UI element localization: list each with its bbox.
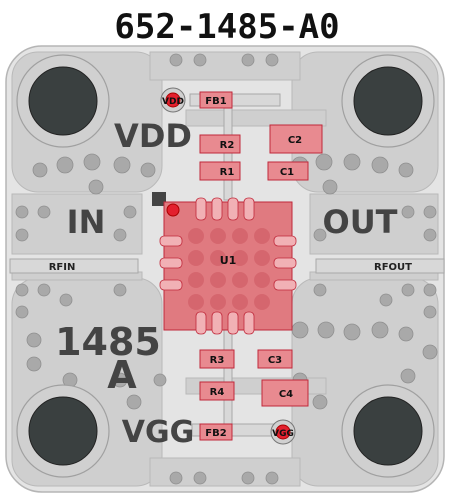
c4-label: C4 [279, 389, 293, 400]
fb1-label: FB1 [205, 96, 226, 107]
fb1-body [199, 91, 233, 109]
u1-label: U1 [220, 254, 237, 267]
vdd-pad: VDD [160, 87, 186, 113]
r2-label: R2 [220, 140, 235, 151]
fb2-body [199, 423, 233, 441]
r2-body [199, 134, 241, 154]
vgg-pad: VGG [270, 419, 296, 445]
r3-body [199, 349, 235, 369]
passives [199, 91, 323, 441]
pin1-dot [166, 203, 180, 217]
c4-body [261, 379, 309, 407]
rfin-trace [9, 258, 139, 274]
mounting-holes [16, 54, 435, 478]
c1-label: C1 [280, 167, 294, 178]
via-field [15, 53, 438, 485]
r4-label: R4 [210, 387, 225, 398]
c2-body [269, 124, 323, 154]
vdd-silk-label: VDD [114, 117, 192, 155]
r1-label: R1 [220, 167, 235, 178]
out-silk-label: OUT [322, 203, 397, 241]
u1-chip: U1 [152, 192, 297, 335]
rfout-port-label: RFOUT [374, 262, 412, 273]
r1-body [199, 161, 241, 181]
part-short-silk: 1485 [55, 320, 161, 364]
vdd-pad-label: VDD [162, 97, 184, 107]
vgg-silk-label: VGG [122, 415, 194, 450]
revision-silk: A [107, 353, 137, 397]
part-number-title: 652-1485-A0 [114, 7, 339, 47]
fb2-label: FB2 [205, 428, 226, 439]
c3-label: C3 [268, 355, 282, 366]
c1-body [267, 161, 309, 181]
c3-body [257, 349, 293, 369]
rfin-port-label: RFIN [49, 262, 76, 273]
r3-label: R3 [210, 355, 225, 366]
pin1-marker-square [152, 192, 166, 206]
c2-label: C2 [288, 135, 302, 146]
r4-body [199, 381, 235, 401]
rfout-trace [315, 258, 445, 274]
vgg-pad-label: VGG [272, 429, 294, 439]
in-silk-label: IN [67, 203, 106, 241]
